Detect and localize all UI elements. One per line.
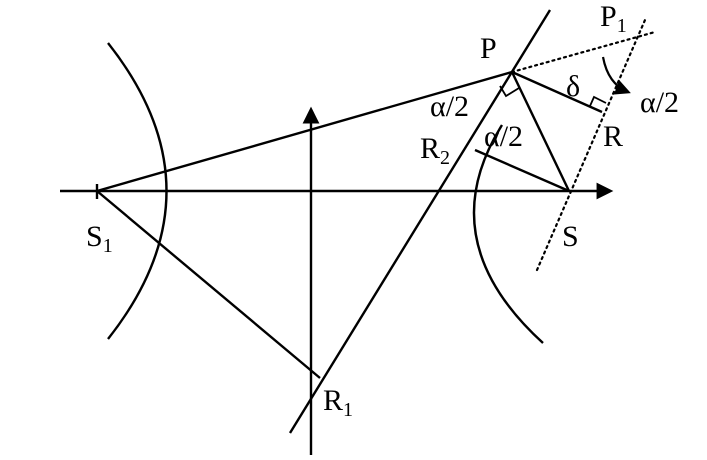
line-p-r xyxy=(511,70,603,114)
right-angle-marker-r xyxy=(589,95,607,107)
line-s1-p xyxy=(96,70,513,193)
label-alpha-half-r2: α/2 xyxy=(484,120,523,153)
angle-mark-p xyxy=(499,85,520,98)
label-p1: P1 xyxy=(600,0,627,37)
rotation-arrow xyxy=(601,56,631,95)
label-r: R xyxy=(603,120,623,153)
label-r1: R1 xyxy=(323,384,353,421)
line-p-s xyxy=(510,71,571,192)
label-s: S xyxy=(562,220,579,253)
right-wavefront-arc xyxy=(472,124,544,344)
label-s1: S1 xyxy=(86,220,113,257)
dotted-line-p-p1 xyxy=(510,30,657,74)
label-p: P xyxy=(480,32,497,65)
mirror-line xyxy=(288,9,552,434)
line-r2-s xyxy=(474,148,570,193)
label-alpha-half-p: α/2 xyxy=(430,90,469,123)
label-alpha-half-rotation: α/2 xyxy=(640,86,679,119)
dotted-line-s-p1 xyxy=(535,18,647,272)
label-delta: δ xyxy=(566,70,580,103)
line-s1-r1 xyxy=(96,190,321,379)
label-r2: R2 xyxy=(420,132,450,169)
left-wavefront-arc xyxy=(107,42,168,340)
